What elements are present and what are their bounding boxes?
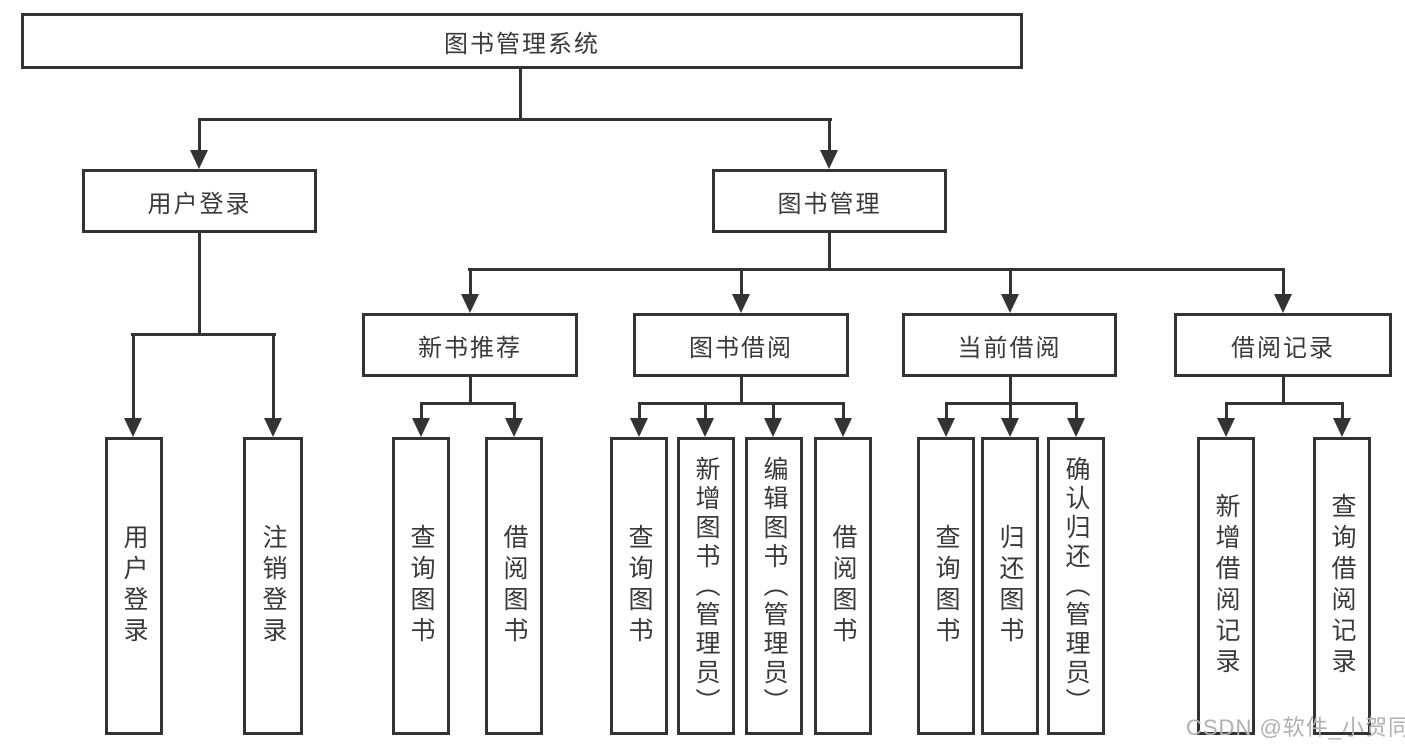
- leaf-cb-confirm-return-admin: 确认归还（管理员）: [1047, 437, 1105, 735]
- connector-book-mgmt-bar: [468, 268, 1285, 271]
- arrow-to-book-borrow-icon: [732, 294, 750, 313]
- connector-to-new-books-line: [469, 268, 472, 296]
- leaf-bb-borrow-books: 借阅图书: [814, 437, 872, 735]
- connector-borrow-records-stem: [1282, 375, 1285, 405]
- leaf-nb-query-books: 查询图书: [392, 437, 450, 735]
- node-book-management: 图书管理: [712, 169, 947, 233]
- leaf-br-query-record: 查询借阅记录: [1313, 437, 1371, 735]
- connector-bb-edit-line: [772, 402, 775, 420]
- connector-cb-confirm-line: [1075, 402, 1078, 420]
- connector-current-borrow-stem: [1009, 375, 1012, 405]
- connector-user-login-stem: [198, 231, 201, 335]
- arrow-bb-borrow-icon: [834, 418, 852, 437]
- csdn-watermark: CSDN @软件_小贺同学: [1186, 715, 1405, 740]
- connector-br-query-line: [1341, 402, 1344, 420]
- arrow-to-leaf-logout-icon: [264, 418, 282, 437]
- connector-to-leaf-logout-line: [272, 333, 275, 420]
- connector-book-borrow-bar: [638, 402, 845, 405]
- connector-new-books-bar: [420, 402, 516, 405]
- leaf-bb-edit-books-admin: 编辑图书（管理员）: [745, 437, 803, 735]
- connector-root-to-book-mgmt-line: [828, 118, 831, 152]
- arrow-bb-add-icon: [696, 418, 714, 437]
- leaf-nb-borrow-books: 借阅图书: [485, 437, 543, 735]
- leaf-cb-query-books: 查询图书: [917, 437, 975, 735]
- connector-root-stem: [519, 67, 522, 121]
- node-book-borrowing: 图书借阅: [633, 313, 849, 377]
- connector-borrow-records-bar: [1225, 402, 1344, 405]
- arrow-br-query-icon: [1333, 418, 1351, 437]
- arrow-br-add-icon: [1217, 418, 1235, 437]
- leaf-user-login: 用户登录: [105, 437, 163, 735]
- arrow-cb-return-icon: [1001, 418, 1019, 437]
- connector-nb-borrow-line: [513, 402, 516, 420]
- connector-root-bar: [198, 118, 832, 121]
- arrow-nb-query-icon: [412, 418, 430, 437]
- connector-cb-return-line: [1009, 402, 1012, 420]
- node-user-login: 用户登录: [82, 169, 317, 233]
- node-borrowing-records: 借阅记录: [1174, 313, 1392, 377]
- arrow-cb-query-icon: [937, 418, 955, 437]
- node-current-borrowing: 当前借阅: [902, 313, 1117, 377]
- connector-new-books-stem: [469, 375, 472, 405]
- connector-br-add-line: [1225, 402, 1228, 420]
- arrow-to-new-books-icon: [461, 294, 479, 313]
- node-new-book-recommend: 新书推荐: [362, 313, 578, 377]
- arrow-bb-edit-icon: [764, 418, 782, 437]
- node-library-management-system: 图书管理系统: [21, 13, 1023, 69]
- connector-book-mgmt-stem: [828, 231, 831, 271]
- leaf-bb-query-books: 查询图书: [610, 437, 668, 735]
- connector-user-login-bar: [131, 333, 276, 336]
- connector-bb-borrow-line: [842, 402, 845, 420]
- connector-cb-query-line: [945, 402, 948, 420]
- arrow-to-leaf-user-login-icon: [124, 418, 142, 437]
- connector-to-borrow-records-line: [1282, 268, 1285, 296]
- leaf-cb-return-books: 归还图书: [981, 437, 1039, 735]
- arrow-to-current-borrow-icon: [1001, 294, 1019, 313]
- connector-root-to-user-login-line: [198, 118, 201, 152]
- arrow-to-user-login-icon: [190, 150, 208, 169]
- connector-bb-query-line: [638, 402, 641, 420]
- connector-to-current-borrow-line: [1009, 268, 1012, 296]
- arrow-to-borrow-records-icon: [1274, 294, 1292, 313]
- arrow-nb-borrow-icon: [505, 418, 523, 437]
- leaf-logout: 注销登录: [243, 437, 303, 735]
- connector-bb-add-line: [704, 402, 707, 420]
- connector-to-book-borrow-line: [740, 268, 743, 296]
- arrow-bb-query-icon: [630, 418, 648, 437]
- connector-nb-query-line: [420, 402, 423, 420]
- connector-book-borrow-stem: [740, 375, 743, 405]
- leaf-br-add-record: 新增借阅记录: [1197, 437, 1255, 735]
- leaf-bb-add-books-admin: 新增图书（管理员）: [677, 437, 735, 735]
- arrow-cb-confirm-icon: [1067, 418, 1085, 437]
- arrow-to-book-mgmt-icon: [820, 150, 838, 169]
- connector-to-leaf-user-login-line: [132, 333, 135, 420]
